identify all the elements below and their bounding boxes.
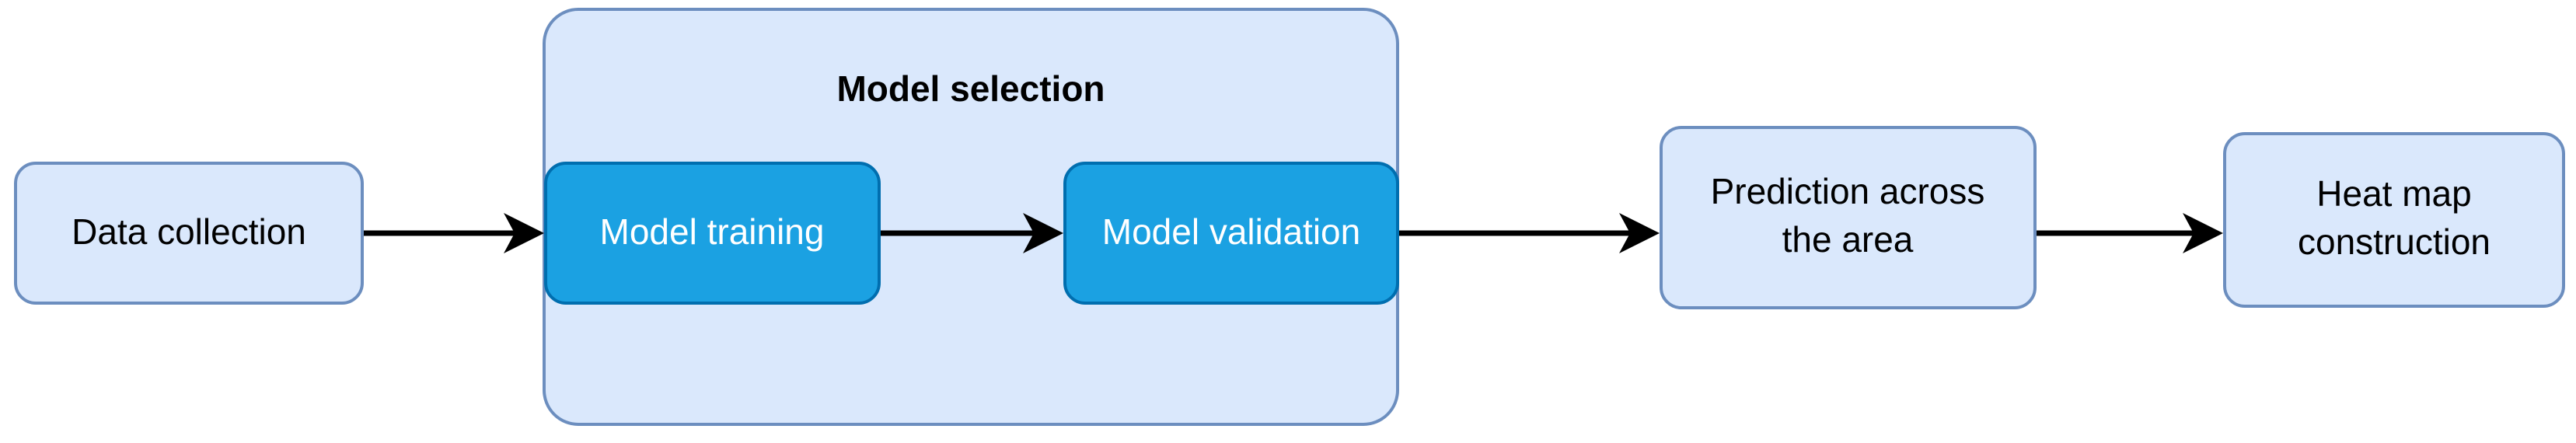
node-data-collection-label: Data collection: [72, 211, 306, 252]
group-model-selection-title: Model selection: [836, 68, 1105, 109]
node-prediction-across-the-area-label-line1: Prediction across: [1711, 171, 1985, 211]
node-prediction-across-the-area[interactable]: Prediction across the area: [1660, 126, 2037, 309]
node-model-validation-box: [1063, 162, 1399, 305]
edge-collection-to-training-arrowhead: [504, 213, 544, 253]
node-prediction-across-the-area-box: [1660, 126, 2037, 309]
node-heat-map-construction[interactable]: Heat map construction: [2223, 132, 2565, 308]
node-model-validation[interactable]: Model validation: [1063, 162, 1399, 305]
node-heat-map-construction-label-line2: construction: [2298, 222, 2490, 262]
node-prediction-across-the-area-label-line2: the area: [1782, 219, 1914, 260]
edge-validation-to-prediction: [1399, 213, 1660, 253]
edge-training-to-validation-arrowhead: [1023, 213, 1063, 253]
node-model-training-box: [544, 162, 881, 305]
edge-collection-to-training: [364, 213, 544, 253]
node-model-validation-label: Model validation: [1102, 211, 1360, 252]
node-data-collection-box: [14, 162, 364, 305]
node-model-training-label: Model training: [600, 211, 825, 252]
node-heat-map-construction-box: [2223, 132, 2565, 308]
node-data-collection[interactable]: Data collection: [14, 162, 364, 305]
edge-prediction-to-heatmap-arrowhead: [2183, 213, 2223, 253]
edge-prediction-to-heatmap: [2037, 213, 2223, 253]
node-model-training[interactable]: Model training: [544, 162, 881, 305]
node-heat-map-construction-label-line1: Heat map: [2316, 173, 2471, 214]
edge-training-to-validation: [881, 213, 1063, 253]
edge-validation-to-prediction-arrowhead: [1619, 213, 1660, 253]
